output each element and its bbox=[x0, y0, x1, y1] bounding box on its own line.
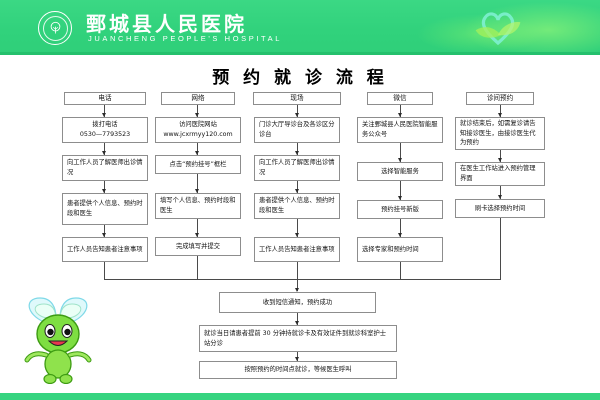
arrow-icon bbox=[498, 195, 502, 199]
arrow-icon bbox=[398, 113, 402, 117]
footer-band bbox=[0, 393, 600, 400]
connector bbox=[104, 225, 105, 237]
flow-node-2-0: 门诊大厅导诊台及各诊区分诊台 bbox=[254, 117, 340, 143]
connector bbox=[297, 105, 298, 117]
bottom-node-1: 就诊当日请患者提前 30 分钟持就诊卡及有效证件到就诊科室护士站分诊 bbox=[199, 325, 397, 352]
arrow-icon bbox=[195, 151, 199, 155]
column-header-2: 现场 bbox=[253, 92, 341, 105]
arrow-icon bbox=[498, 113, 502, 117]
hospital-name-english: JUANCHENG PEOPLE'S HOSPITAL bbox=[88, 34, 283, 43]
connector-to-merge bbox=[104, 262, 105, 279]
arrow-icon bbox=[102, 151, 106, 155]
connector bbox=[297, 219, 298, 237]
arrow-icon bbox=[195, 233, 199, 237]
arrow-icon bbox=[195, 189, 199, 193]
connector bbox=[104, 143, 105, 155]
connector bbox=[197, 105, 198, 117]
connector bbox=[297, 143, 298, 155]
arrow-icon bbox=[295, 321, 299, 325]
arrow-icon bbox=[295, 233, 299, 237]
arrow-icon bbox=[295, 288, 299, 292]
header-divider bbox=[0, 52, 600, 55]
arrow-icon bbox=[102, 233, 106, 237]
arrow-icon bbox=[102, 189, 106, 193]
arrow-icon bbox=[195, 113, 199, 117]
arrow-icon bbox=[398, 196, 402, 200]
flow-node-2-3: 工作人员告知患者注意事项 bbox=[254, 237, 340, 262]
connector-to-merge bbox=[297, 262, 298, 279]
green-mascot-character-icon bbox=[24, 297, 92, 384]
flow-node-1-1: 点击“预约挂号”框栏 bbox=[155, 155, 241, 174]
flow-node-3-0: 关注鄄城县人民医院智能服务公众号 bbox=[357, 117, 443, 143]
connector-to-merge bbox=[500, 218, 501, 279]
flow-node-3-2: 预约挂号新版 bbox=[357, 200, 443, 219]
logo-inner-ring bbox=[42, 15, 68, 41]
connector bbox=[400, 219, 401, 237]
flow-node-1-0: 访问医院网站 www.jcxrmyy120.com bbox=[155, 117, 241, 143]
arrow-icon bbox=[102, 113, 106, 117]
hospital-name: 鄄城县人民医院 bbox=[86, 12, 247, 36]
arrow-icon bbox=[295, 113, 299, 117]
connector-merge-down bbox=[297, 279, 298, 291]
flow-node-4-0: 就诊结束后，如需复诊请告知接诊医生，由接诊医生代为预约 bbox=[455, 117, 545, 150]
connector bbox=[500, 150, 501, 162]
connector bbox=[297, 181, 298, 193]
column-header-4: 诊间预约 bbox=[466, 92, 534, 105]
flow-node-1-2: 填写个人信息、预约时段和医生 bbox=[155, 193, 241, 219]
bottom-node-0: 收到短信通知，预约成功 bbox=[219, 292, 376, 313]
connector bbox=[400, 181, 401, 200]
flow-node-0-3: 工作人员告知患者注意事项 bbox=[62, 237, 148, 262]
connector bbox=[500, 105, 501, 117]
hospital-logo-icon bbox=[38, 11, 72, 45]
bottom-node-2: 按照预约的时间点就诊，等候医生呼叫 bbox=[199, 361, 397, 379]
connector bbox=[400, 105, 401, 117]
flow-node-1-3: 完成填写并提交 bbox=[155, 237, 241, 256]
connector bbox=[104, 105, 105, 117]
flow-node-2-2: 患者提供个人信息、预约时段和医生 bbox=[254, 193, 340, 219]
connector-to-merge bbox=[197, 256, 198, 279]
arrow-icon bbox=[398, 233, 402, 237]
flow-node-4-1: 在医生工作站进入预约管理界面 bbox=[455, 162, 545, 186]
arrow-icon bbox=[295, 151, 299, 155]
connector bbox=[500, 186, 501, 199]
merge-bus-line bbox=[104, 279, 501, 280]
connector bbox=[197, 174, 198, 193]
flow-node-0-1: 向工作人员了解医师出诊情况 bbox=[62, 155, 148, 181]
arrow-icon bbox=[295, 357, 299, 361]
arrow-icon bbox=[398, 158, 402, 162]
connector bbox=[197, 143, 198, 155]
flow-node-2-1: 向工作人员了解医师出诊情况 bbox=[254, 155, 340, 181]
heart-with-wings-icon bbox=[475, 12, 521, 46]
connector bbox=[104, 181, 105, 193]
connector bbox=[297, 352, 298, 361]
connector bbox=[400, 143, 401, 162]
connector bbox=[197, 219, 198, 237]
connector-to-merge bbox=[400, 262, 401, 279]
flow-node-3-3: 选择专家和预约时间 bbox=[357, 237, 443, 262]
flow-node-0-0: 拨打电话 0530—7793523 bbox=[62, 117, 148, 143]
connector bbox=[297, 313, 298, 325]
arrow-icon bbox=[295, 189, 299, 193]
column-header-3: 微信 bbox=[367, 92, 433, 105]
tree-icon bbox=[50, 21, 60, 33]
page-title: 预 约 就 诊 流 程 bbox=[212, 68, 388, 88]
arrow-icon bbox=[498, 158, 502, 162]
column-header-1: 网络 bbox=[161, 92, 235, 105]
flow-node-0-2: 患者提供个人信息、预约时段和医生 bbox=[62, 193, 148, 225]
flow-node-4-2: 刷卡选择预约时间 bbox=[455, 199, 545, 218]
flow-node-3-1: 选择智能服务 bbox=[357, 162, 443, 181]
column-header-0: 电话 bbox=[64, 92, 146, 105]
